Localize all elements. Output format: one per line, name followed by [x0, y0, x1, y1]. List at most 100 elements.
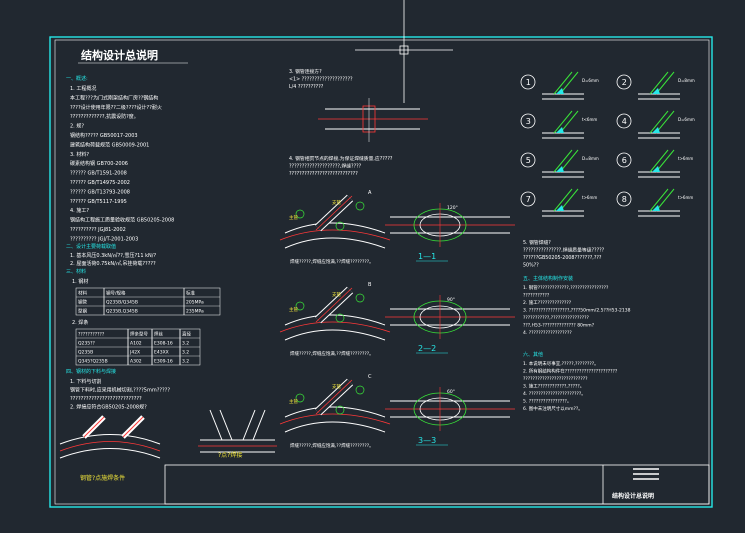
detail-circle	[616, 113, 632, 129]
sec8-line: 3. ?????????????????,????50mm/2.5??H53-2…	[523, 308, 631, 314]
sec2-text: 1. 基本风压0.3kN/㎡??,雪压?11 kN/?2. 屋面活荷0.75kN…	[70, 252, 156, 267]
label-main-pipe: 主管	[289, 306, 298, 313]
straight-pipe-diagram	[318, 98, 428, 142]
weld-table-cell: 3.2	[182, 341, 189, 347]
sec1-line: 1. 工程概况	[70, 85, 96, 92]
weld-table-cell: E309-16	[154, 359, 173, 365]
detail-circle	[616, 191, 632, 207]
sec3-heading: 三、材料	[66, 268, 86, 275]
detail-circle	[520, 74, 536, 90]
sec7-line: 5. 钢管焊缝?	[523, 239, 551, 246]
detail-number: 3	[526, 117, 531, 126]
detail-dim-label: t>6mm	[678, 156, 693, 161]
weld-table-cell: Q235??	[78, 341, 96, 347]
sec9-line: 1. 本说明未尽事宜,?????,????????。	[523, 360, 599, 367]
angle-label: 90°	[447, 297, 455, 303]
sec1-line: 建筑结构荷载规范 GB50009-2001	[70, 141, 149, 148]
sec7-line: 50%??	[523, 263, 539, 269]
detail-circle	[520, 113, 536, 129]
label-branch-pipe: 支管	[332, 291, 341, 298]
sec8-line: 4. ??????????????????	[523, 330, 572, 336]
sec7-line: ???????????????,焊缝质量等级?????	[523, 247, 605, 254]
section-label: 3—3	[418, 436, 436, 445]
sec4-heading: 四、钢材的下料与焊接	[66, 368, 116, 375]
title-block-label: 结构设计总说明	[612, 492, 654, 500]
joint-note: 焊缝?????,焊缝应饱满,??焊缝????????。	[290, 258, 374, 265]
sec9-line: 3. 施工????????????,?????。	[523, 383, 584, 390]
detail-number: 5	[526, 156, 531, 165]
sec5-text: 3. 钢管连接方?<1> ????????????????????L/4 ???…	[289, 68, 353, 90]
joint-label: C	[368, 374, 372, 380]
sec7-line: ??????GB50205-2008???????,???	[523, 255, 602, 261]
material-table-cell: 钢号/规格	[106, 290, 126, 297]
outer-border	[49, 36, 713, 508]
detail-dim-label: D=8mm	[582, 156, 599, 161]
crosshair-cursor-icon	[355, 0, 453, 103]
detail-dim-label: t<6mm	[582, 117, 597, 122]
angle-label: 120°	[447, 205, 458, 211]
joint-diagrams: 主管支管A焊缝?????,焊缝应饱满,??焊缝????????。120°1—1主…	[279, 190, 515, 449]
detail-dim-label: D=8mm	[678, 78, 695, 83]
material-table-cell: 型钢	[78, 308, 87, 315]
sec2-heading: 二、设计主要荷载取值	[66, 243, 116, 250]
sec8-line: ???????????	[523, 293, 550, 299]
label-main-pipe: 主管	[289, 398, 298, 405]
pipe-joint-diagram-1	[59, 415, 161, 459]
detail-circle	[520, 152, 536, 168]
weld-table-cell: A302	[130, 359, 142, 365]
joint-label: B	[368, 282, 372, 288]
weld-table-cell: 3.2	[182, 350, 189, 356]
weld-table-cell: E43XX	[154, 350, 169, 356]
sec8-line: 2. 施工??????????????	[523, 299, 572, 306]
detail-dim-label: D=6mm	[582, 78, 599, 83]
material-table-cell: 235MPa	[186, 309, 204, 315]
sec8-line: 1. 钢管?????????????,????????????????	[523, 284, 609, 291]
detail-number: 1	[526, 78, 531, 87]
sec5-line: 3. 钢管连接方?	[289, 68, 322, 75]
weld-table-cell: Q235B	[78, 350, 93, 356]
sec9-line: ???????????????????????????	[523, 376, 588, 382]
detail-number: 7	[526, 195, 531, 204]
angle-label: 60°	[447, 389, 455, 395]
sec6-text: 4. 钢管相贯节点的焊接,为保证焊缝质量,应????? ????????????…	[289, 155, 393, 177]
sec1-line: 3. 材料?	[70, 151, 89, 158]
material-table-cell: Q235B/Q345B	[106, 300, 138, 306]
sec9-line: 5. ????????????????。	[523, 399, 571, 405]
weld-table-cell: 焊条型号	[130, 331, 148, 338]
detail-number: 4	[622, 117, 627, 126]
sec3b-line: 2. 焊条	[72, 319, 88, 326]
weld-table-cell: ???????????	[78, 332, 105, 338]
sec1-line: ?????????????,抗震设防?度。	[70, 113, 139, 120]
sec8-heading: 五、主体结构制作安装	[523, 275, 573, 282]
section-label: 1—1	[418, 252, 436, 261]
label-branch-pipe: 支管	[332, 383, 341, 390]
sec5-line: L/4 ??????????	[289, 84, 324, 90]
detail-number: 6	[622, 156, 627, 165]
sec2-line: 2. 屋面活荷0.75kN/㎡,吊挂荷载?????	[70, 260, 156, 267]
sec4-line: 2. 焊接应符合GB50205-2008规?	[70, 404, 147, 411]
weld-table-cell: A102	[130, 341, 142, 347]
detail-dim-label: t>6mm	[678, 195, 693, 200]
sec6-line: 4. 钢管相贯节点的焊接,为保证焊缝质量,应?????	[289, 155, 393, 162]
sec1-line: ?????? GB/T1591-2008	[70, 171, 127, 177]
joint-note: 焊缝?????,焊缝应饱满,??焊缝????????。	[290, 350, 374, 357]
label-main-pipe: 主管	[289, 214, 298, 221]
sec1-line: ?????? GB/T13793-2008	[70, 189, 130, 195]
sec9-line: 6. 图中未注明尺寸以mm??。	[523, 405, 583, 412]
detail-circle	[616, 74, 632, 90]
material-table-cell: 标准	[186, 290, 195, 297]
sec9-heading: 六、其他	[523, 351, 543, 358]
sec9-line: 4. ??????????????????????。	[523, 391, 586, 397]
weld-table-cell: 焊丝	[154, 331, 163, 338]
weld-table-cell: J42X	[129, 350, 140, 356]
detail-number: 2	[622, 78, 627, 87]
sec4-text: 1. 下料与切割 钢管下料时,应采用机械切割,????5mm????? ????…	[70, 378, 170, 411]
title-block	[164, 464, 710, 505]
material-table-cell: Q235B,Q345B	[106, 309, 138, 315]
section-label: 2—2	[418, 344, 436, 353]
label-branch-pipe: 支管	[332, 199, 341, 206]
